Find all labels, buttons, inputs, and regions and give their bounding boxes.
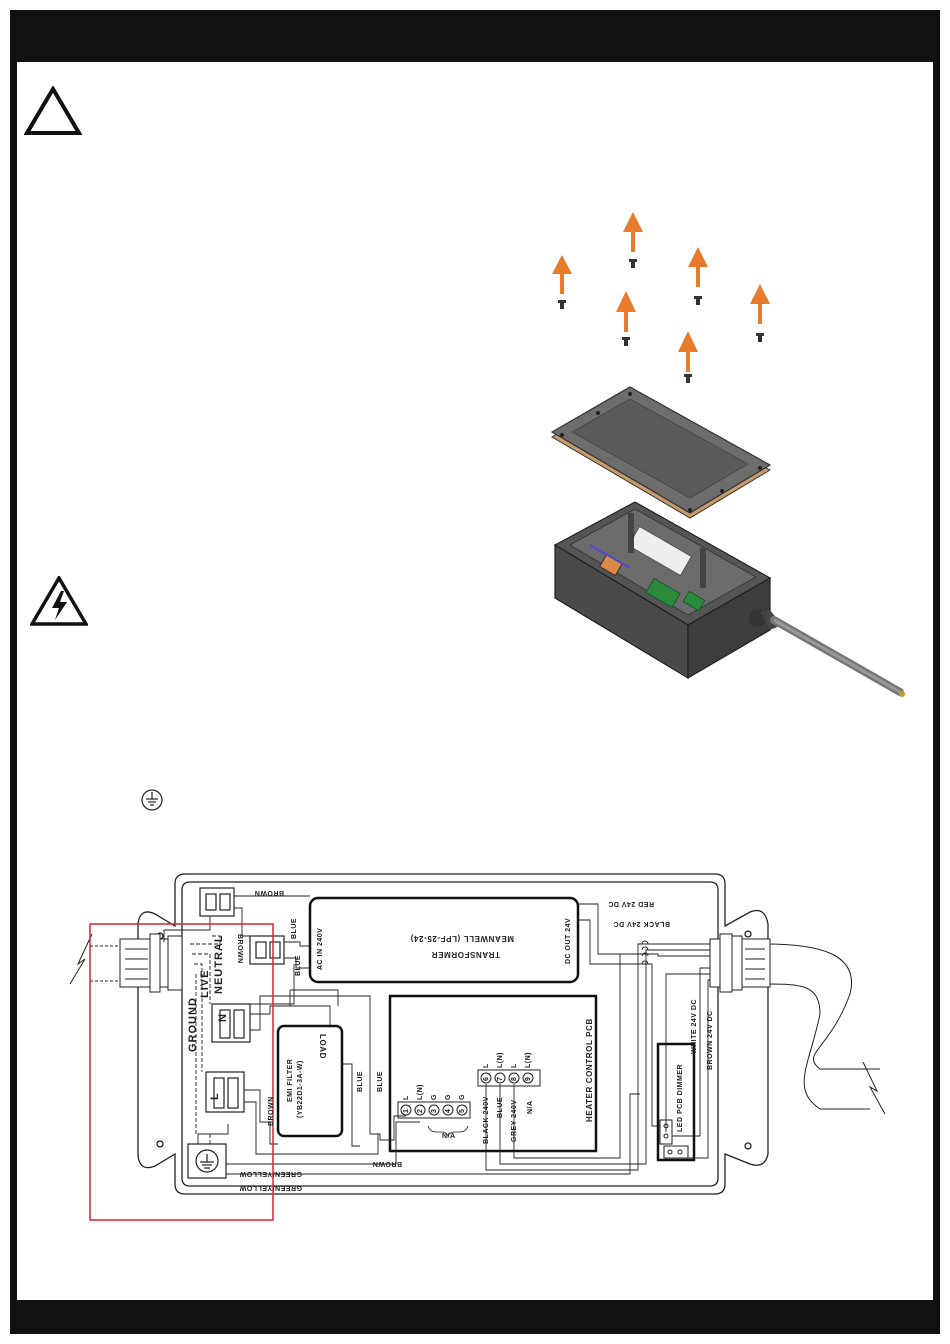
terminal-live: [205, 1071, 245, 1113]
enclosure-lid: [550, 386, 772, 519]
label-ground: GROUND: [187, 997, 199, 1052]
term-num-5: 5: [459, 1109, 466, 1113]
pcb-terminals-6-9: [477, 1069, 541, 1087]
label-n: N: [217, 1013, 229, 1022]
label-green-yellow-2: GREEN/YELLOW: [239, 1184, 302, 1191]
output-cable: [764, 943, 880, 1110]
label-brown-vertical: BROWN: [236, 934, 243, 964]
arrow-5: [616, 291, 636, 332]
label-emi-model: (YB22D1-3A-W): [297, 1060, 304, 1118]
label-blue-pcb: BLUE: [377, 1071, 384, 1092]
brace-na: [427, 1125, 469, 1137]
label-heater-pcb: HEATER CONTROL PCB: [585, 1018, 594, 1122]
wiring-diagram: BROWN BROWN BLUE BLUE AC IN 240V TRANSFO…: [69, 873, 886, 1221]
term-num-2: 2: [417, 1109, 424, 1113]
term-label-2: L(N): [417, 1084, 424, 1100]
terminal-ground: [187, 1143, 227, 1179]
term-label-1: L: [403, 1095, 410, 1100]
header-bar: [10, 10, 940, 62]
term-label-4: G: [445, 1094, 452, 1100]
term-num-1: 1: [403, 1109, 410, 1113]
enclosure-outline: [137, 873, 769, 1195]
label-led-dimmer: LED PCB DIMMER: [677, 1064, 684, 1132]
cable: [749, 609, 905, 697]
term-label-5: G: [459, 1094, 466, 1100]
arrow-6: [678, 331, 698, 372]
label-load: LOAD: [318, 1034, 327, 1059]
wires: [163, 895, 710, 1175]
pcb-terminals-1-5: [397, 1101, 471, 1119]
label-blue-1: BLUE: [291, 918, 298, 939]
label-neutral: NEUTRAL: [213, 934, 225, 994]
term-label-9: L(N): [525, 1052, 532, 1068]
label-transformer: TRANSFORMER: [431, 950, 500, 959]
dashed-conductors: [190, 935, 221, 1144]
cable-break-symbols: [69, 933, 886, 1115]
label-red-24v: RED 24V DC: [608, 900, 654, 907]
highlight-box: [89, 923, 274, 1221]
label-na-right: N/A: [527, 1100, 534, 1114]
label-live: LIVE: [199, 970, 211, 998]
label-blue-2: BLUE: [295, 955, 302, 976]
removal-arrows: [552, 212, 770, 372]
label-dc-out: DC OUT 24V: [565, 918, 572, 964]
cable-gland-left: [119, 933, 183, 993]
label-blue-emi: BLUE: [357, 1071, 364, 1092]
term-label-7: L(N): [497, 1052, 504, 1068]
footer-bar: [10, 1300, 940, 1334]
term-label-8: L: [511, 1063, 518, 1068]
electrical-hazard-icon: [30, 576, 88, 626]
label-emi-filter: EMI FILTER: [287, 1059, 294, 1102]
term-num-7: 7: [497, 1077, 504, 1081]
arrow-1: [552, 255, 572, 294]
earth-ground-icon: [141, 789, 163, 811]
term-num-3: 3: [431, 1109, 438, 1113]
arrow-4: [750, 284, 770, 324]
label-na-left: N/A: [442, 1133, 456, 1140]
label-meanwell: MEANWELL (LPF-25-24): [410, 934, 514, 943]
label-black-24v: BLACK 24V DC: [613, 920, 670, 927]
term-num-6: 6: [483, 1077, 490, 1081]
label-white-24v: WHITE 24V DC: [691, 999, 698, 1054]
enclosure-illustration: [550, 212, 905, 697]
terminal-transformer-in: [249, 935, 285, 965]
term-label-6: L: [483, 1063, 490, 1068]
label-l: L: [209, 1092, 221, 1100]
term-num-4: 4: [445, 1109, 452, 1113]
transformer-box: [308, 896, 580, 984]
label-brown-live: BROWN: [268, 1096, 275, 1126]
label-green-yellow-1: GREEN/YELLOW: [239, 1170, 302, 1177]
wire-crossings: [641, 940, 649, 965]
label-blue-240: BLUE: [497, 1097, 504, 1118]
terminal-neutral: [211, 1003, 251, 1043]
arrow-3: [688, 247, 708, 287]
term-num-8: 8: [511, 1077, 518, 1081]
label-black-240: BLACK 240V: [483, 1096, 490, 1144]
terminal-top: [199, 887, 235, 917]
label-brown-24v: BROWN 24V DC: [707, 1010, 714, 1070]
label-brown-bottom: BROWN: [372, 1160, 402, 1167]
arrow-2: [623, 212, 643, 252]
term-label-3: G: [431, 1094, 438, 1100]
screws: [558, 259, 764, 383]
label-brown-top: BROWN: [254, 889, 284, 896]
emi-filter-box: [276, 1024, 344, 1138]
cable-gland-right: [709, 933, 771, 993]
term-num-9: 9: [525, 1077, 532, 1081]
label-grey-240: GREY 240V: [511, 1099, 518, 1142]
warning-triangle-icon: [24, 86, 82, 135]
enclosure-base: [553, 501, 772, 680]
label-ac-in: AC IN 240V: [317, 928, 324, 970]
